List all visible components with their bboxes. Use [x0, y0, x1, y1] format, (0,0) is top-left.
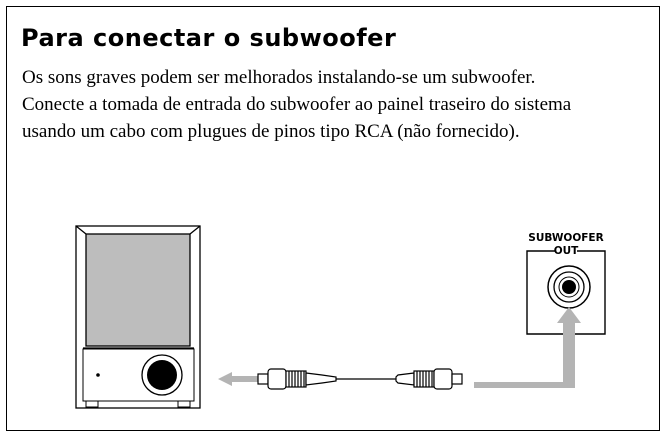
port-label-subwoofer: SUBWOOFER: [528, 232, 603, 244]
rca-cable-icon: [257, 368, 463, 390]
instruction-text: Os sons graves podem ser melhorados inst…: [22, 64, 622, 145]
subwoofer-out-jack-icon: SUBWOOFER OUT: [526, 232, 606, 335]
arrow-up-icon: [474, 307, 581, 388]
paragraph-bass: Os sons graves podem ser melhorados inst…: [22, 67, 536, 88]
section-title: Para conectar o subwoofer: [21, 24, 397, 52]
subwoofer-speaker-icon: [75, 225, 201, 409]
port-label-out: OUT: [554, 245, 579, 257]
paragraph-connect: Conecte a tomada de entrada do subwoofer…: [22, 94, 572, 142]
arrow-left-icon: [218, 372, 258, 386]
